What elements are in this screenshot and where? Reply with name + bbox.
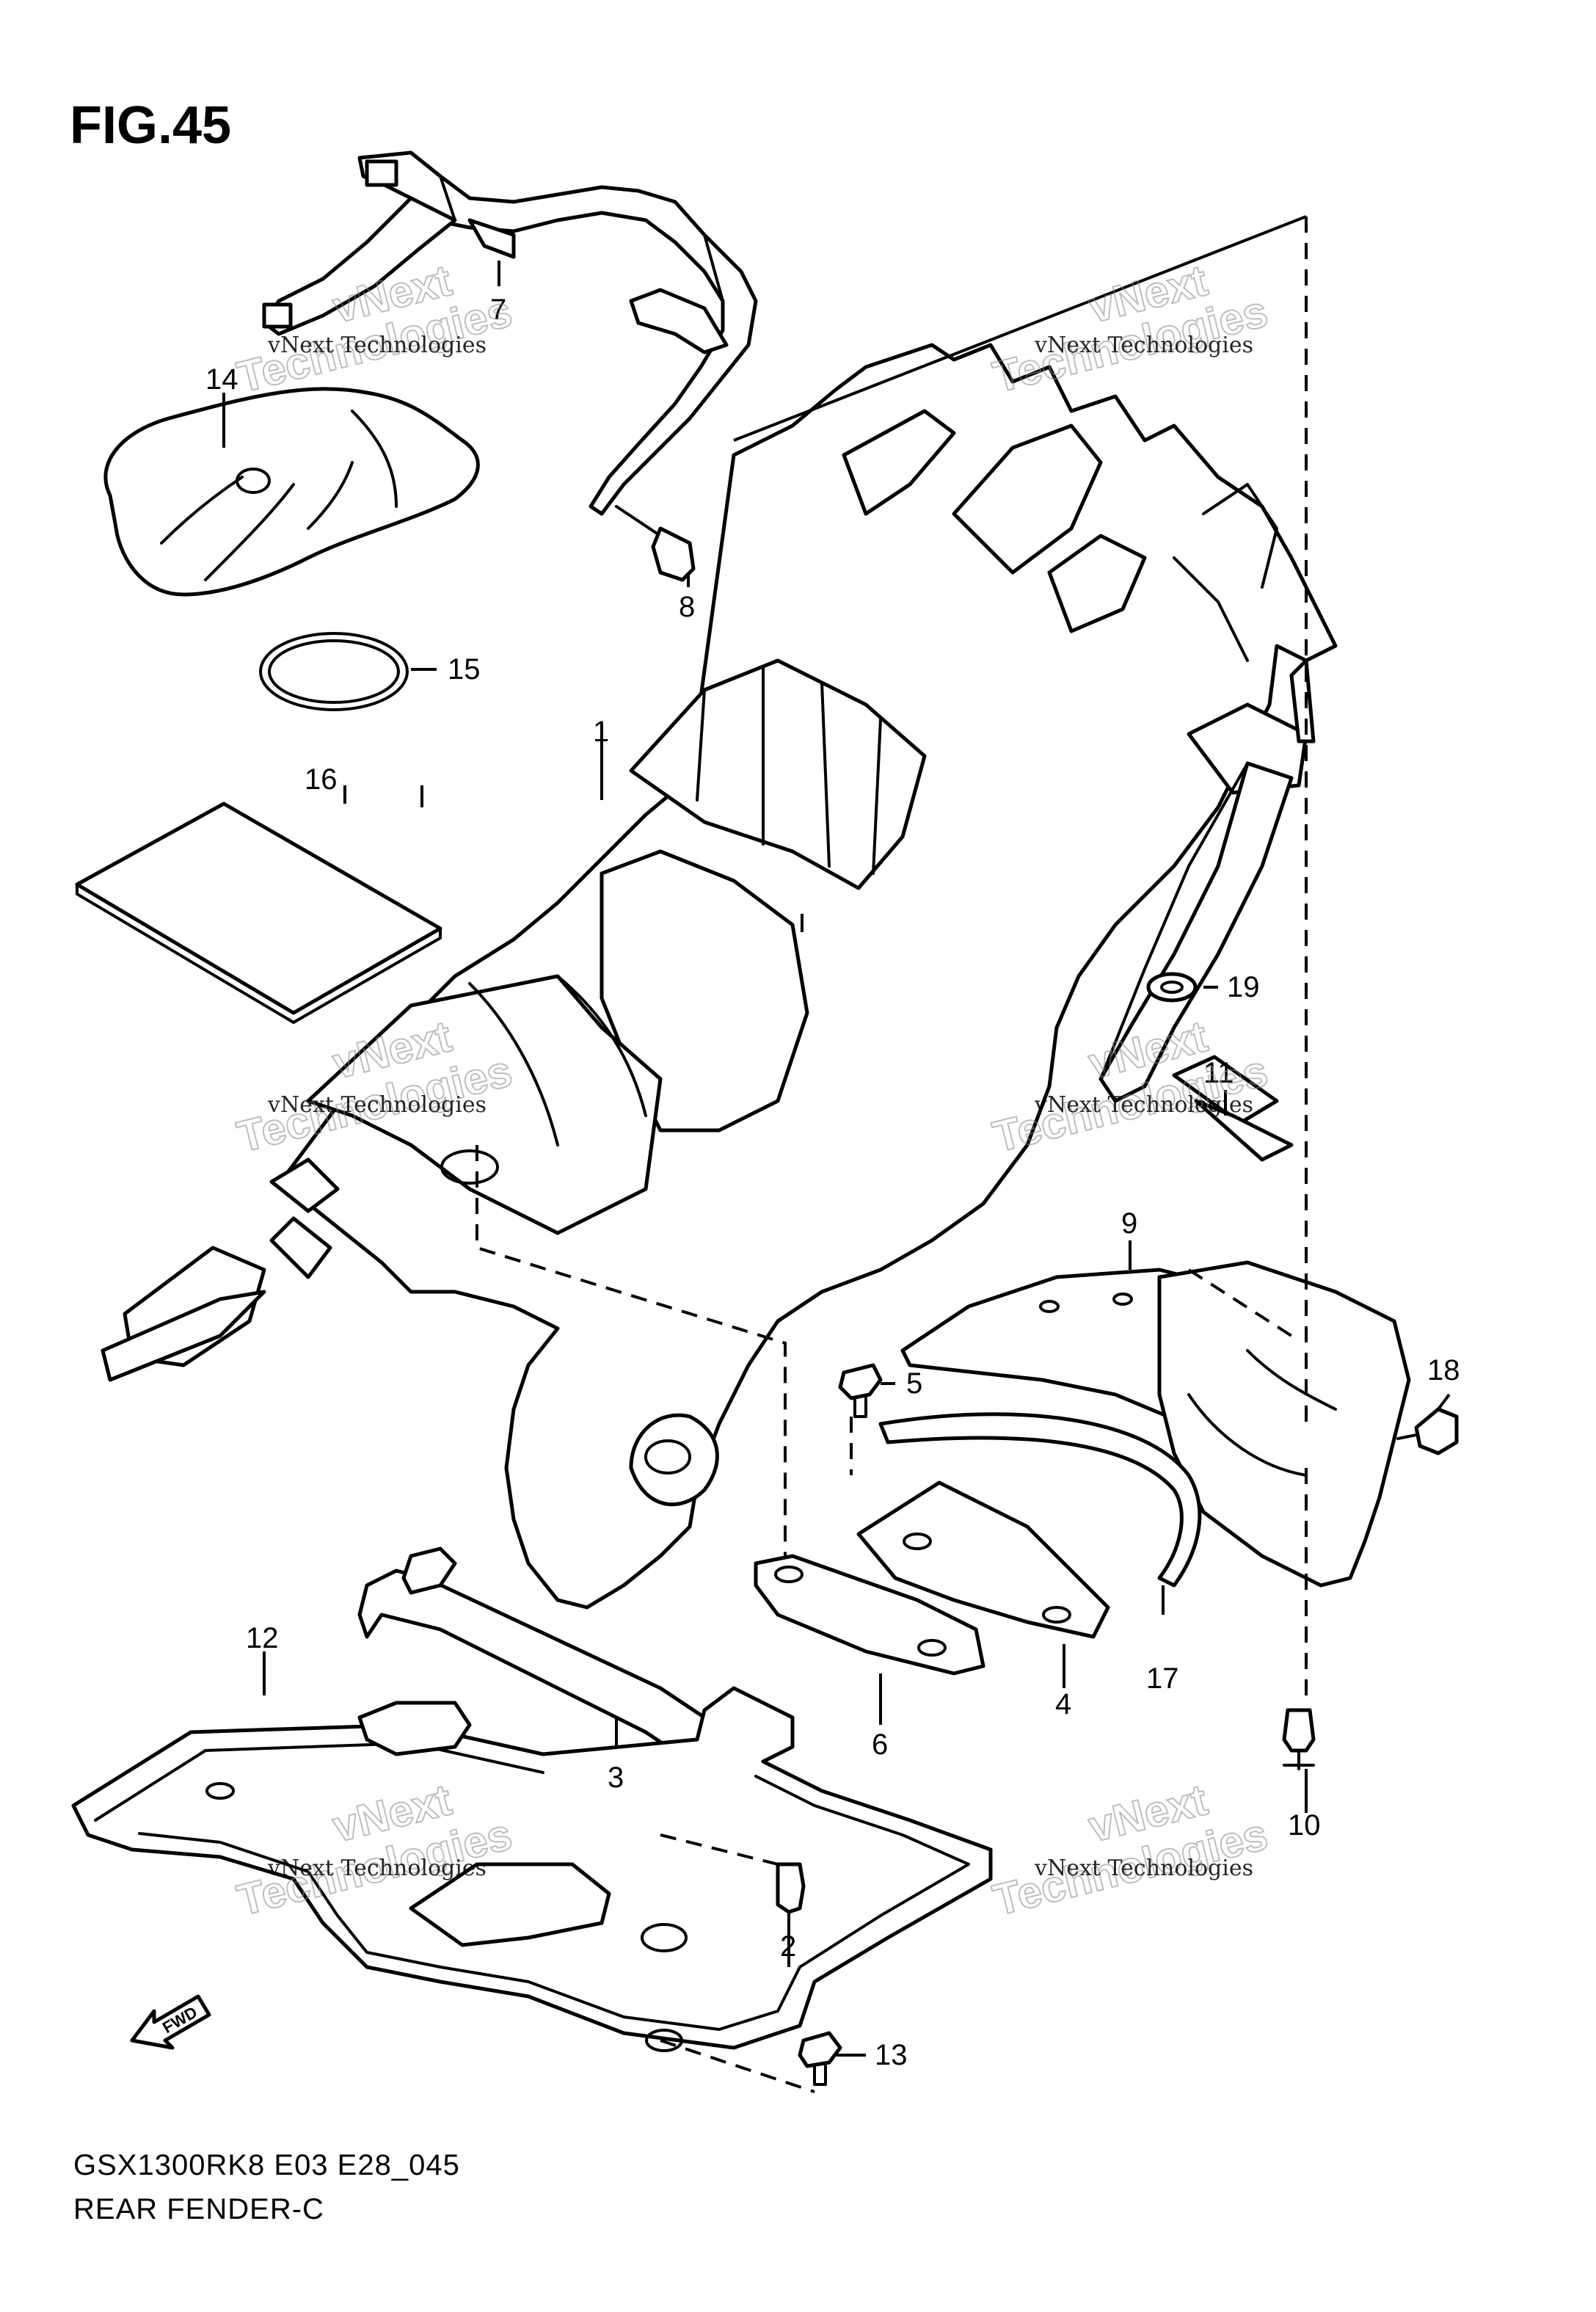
svg-text:vNext Technologies: vNext Technologies bbox=[267, 332, 487, 358]
part-15-o-ring bbox=[259, 632, 409, 711]
watermark-top-right: vNext Technologies vNext Technologies bbox=[988, 255, 1273, 403]
part-5-clip bbox=[838, 1363, 883, 1418]
part-8-bolt bbox=[615, 505, 696, 582]
callout-8: 8 bbox=[679, 591, 695, 623]
svg-text:vNext Technologies: vNext Technologies bbox=[1034, 1855, 1253, 1881]
callout-16: 16 bbox=[305, 763, 338, 796]
callout-19: 19 bbox=[1227, 971, 1260, 1003]
callout-13: 13 bbox=[875, 2039, 908, 2071]
assembly-lines bbox=[475, 215, 1308, 2093]
callout-3: 3 bbox=[608, 1762, 624, 1794]
part-1-rear-fender bbox=[101, 343, 1338, 1610]
svg-text:vNext Technologies: vNext Technologies bbox=[267, 1855, 487, 1881]
callout-12: 12 bbox=[246, 1622, 279, 1654]
figure-title: FIG.45 bbox=[70, 96, 232, 155]
part-2-bolt bbox=[776, 1862, 806, 1932]
part-9-tail-cover bbox=[900, 1260, 1411, 1588]
part-3-bracket bbox=[357, 1546, 780, 1844]
leader-lines bbox=[222, 261, 1451, 2057]
callout-11: 11 bbox=[1203, 1057, 1234, 1089]
part-18-reflector bbox=[1396, 1407, 1459, 1455]
part-6-plate bbox=[754, 1554, 985, 1676]
svg-text:vNext Technologies: vNext Technologies bbox=[1034, 332, 1253, 358]
callout-2: 2 bbox=[780, 1930, 796, 1963]
callout-1: 1 bbox=[593, 716, 609, 748]
callout-17: 17 bbox=[1146, 1662, 1179, 1695]
callout-labels: 1 2 3 4 5 6 7 8 9 10 11 12 13 14 15 16 1… bbox=[205, 294, 1460, 2071]
callout-9: 9 bbox=[1121, 1207, 1137, 1240]
watermark-bottom-right: vNext Technologies vNext Technologies bbox=[988, 1774, 1273, 1926]
callout-4: 4 bbox=[1055, 1688, 1071, 1720]
diagram-code: GSX1300RK8 E03 E28_045 bbox=[73, 2149, 460, 2181]
callout-7: 7 bbox=[490, 294, 506, 326]
callout-5: 5 bbox=[906, 1367, 922, 1400]
diagram-name: REAR FENDER-C bbox=[73, 2193, 324, 2225]
part-7-grab-rail bbox=[262, 150, 758, 516]
svg-text:vNext Technologies: vNext Technologies bbox=[267, 1092, 487, 1118]
part-19-washer bbox=[1146, 972, 1198, 1003]
fwd-arrow-icon: FWD bbox=[130, 1994, 211, 2050]
callout-18: 18 bbox=[1427, 1354, 1460, 1386]
part-14-seat-cover bbox=[103, 387, 480, 597]
callout-15: 15 bbox=[448, 653, 481, 686]
part-13-clip bbox=[798, 2031, 842, 2086]
callout-6: 6 bbox=[872, 1728, 888, 1761]
part-10-bolt bbox=[1282, 1708, 1316, 1770]
part-12-undertray bbox=[71, 1686, 993, 2052]
part-4-bracket bbox=[856, 1480, 1110, 1639]
callout-10: 10 bbox=[1288, 1809, 1321, 1842]
part-16-pad bbox=[75, 801, 442, 1024]
callout-14: 14 bbox=[205, 363, 238, 396]
part-17-seal bbox=[878, 1412, 1202, 1588]
svg-text:vNext Technologies: vNext Technologies bbox=[1034, 1092, 1253, 1118]
